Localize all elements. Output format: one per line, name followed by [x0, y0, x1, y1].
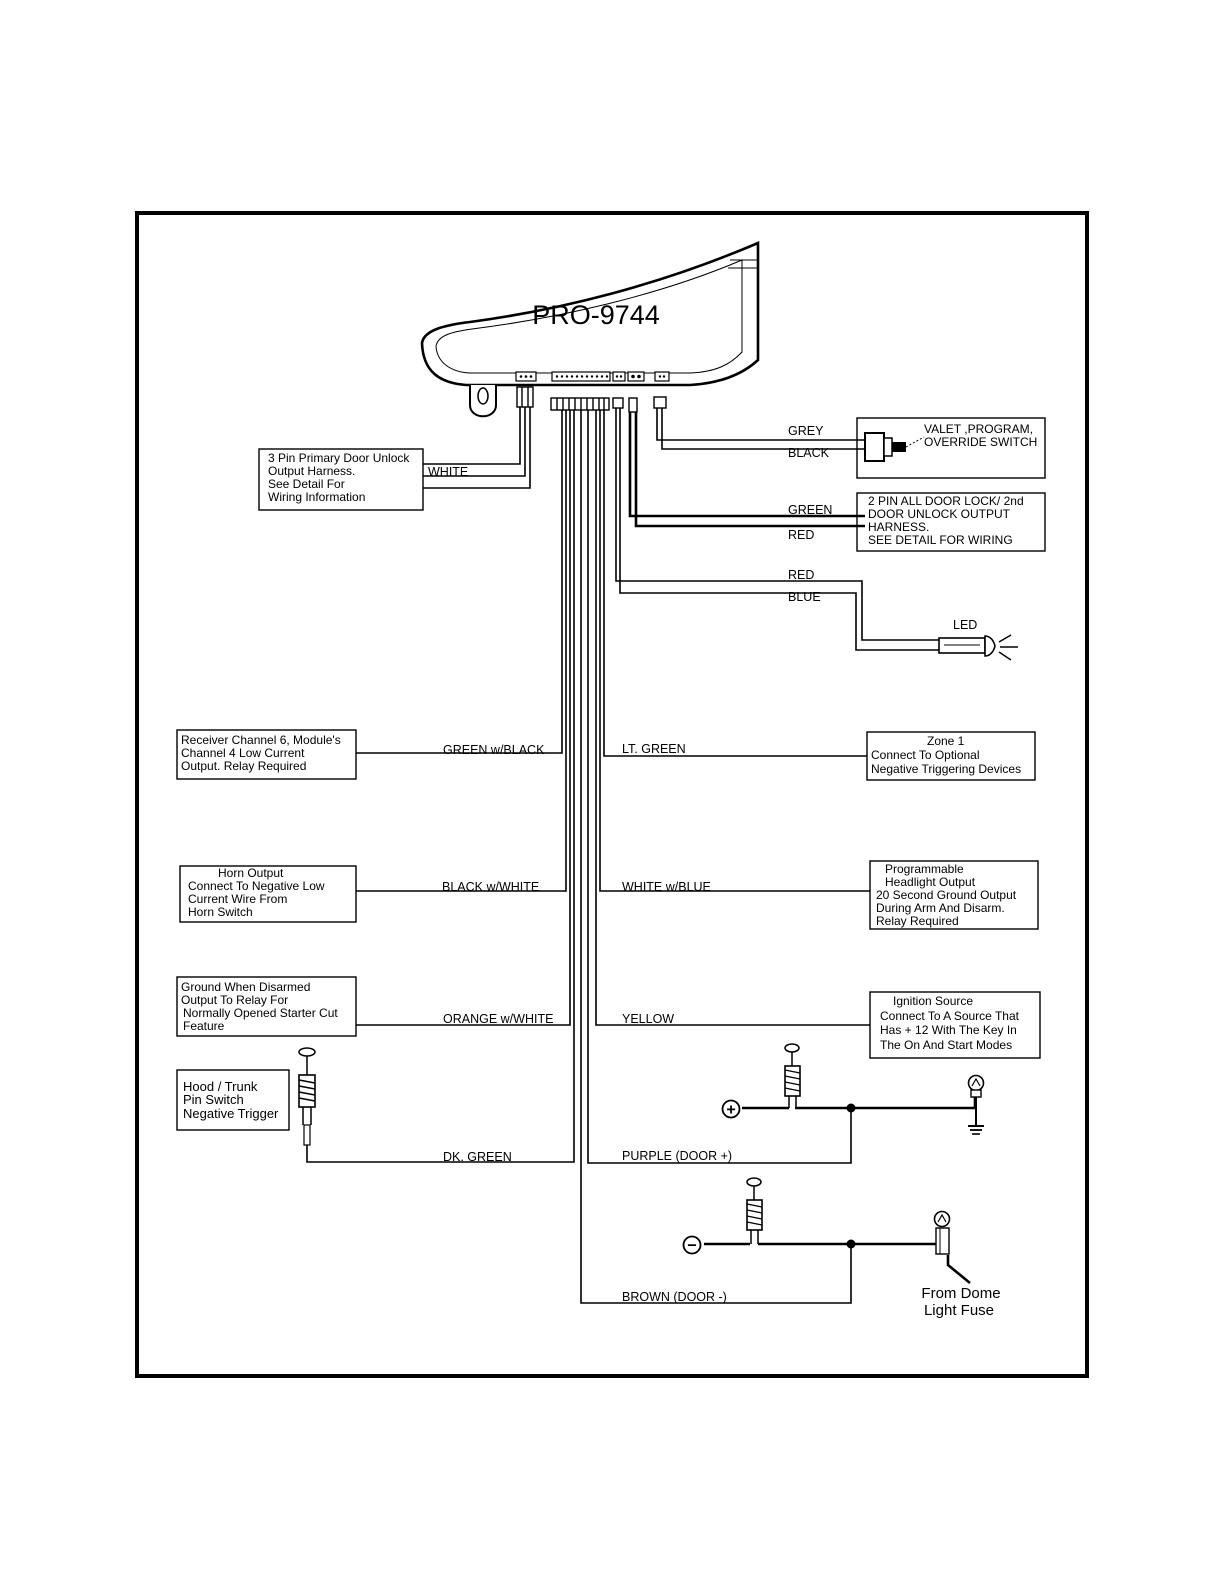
label-green: GREEN [788, 503, 832, 517]
box-door-lock [856, 492, 1046, 552]
label-black: BLACK [788, 446, 830, 460]
label-black-white: BLACK w/WHITE [442, 880, 539, 894]
hood-line-1: Hood / Trunk [183, 1079, 258, 1094]
info-boxes [176, 417, 1046, 1131]
box-zone1 [866, 731, 1036, 781]
label-white-blue: WHITE w/BLUE [622, 880, 711, 894]
box-receiver [176, 729, 357, 780]
bulb-icon [967, 1074, 985, 1098]
receiver-line-1: Receiver Channel 6, Module's [181, 733, 341, 747]
zone1-line-2: Connect To Optional [871, 748, 980, 762]
valet-line-2: OVERRIDE SWITCH [924, 435, 1037, 449]
door-lock-line-2: DOOR UNLOCK OUTPUT [868, 507, 1011, 521]
door-lock-line-3: HARNESS. [868, 520, 929, 534]
door-unlock-line-3: See Detail For [268, 477, 345, 491]
door-lock-line-1: 2 PIN ALL DOOR LOCK/ 2nd [868, 494, 1024, 508]
box-starter [176, 976, 357, 1037]
label-purple: PURPLE (DOOR +) [622, 1149, 732, 1163]
svg-text:−: − [687, 1238, 696, 1255]
receiver-line-3: Output. Relay Required [181, 759, 306, 773]
ignition-line-2: Connect To A Source That [880, 1009, 1020, 1023]
headlight-line-2: Headlight Output [885, 875, 976, 889]
headlight-line-4: During Arm And Disarm. [876, 901, 1005, 915]
horn-line-4: Horn Switch [188, 905, 253, 919]
starter-line-4: Feature [183, 1019, 225, 1033]
headlight-line-5: Relay Required [876, 914, 959, 928]
dome-line-1: From Dome [921, 1285, 1000, 1302]
door-unlock-line-4: Wiring Information [268, 490, 365, 504]
box-hood [176, 1069, 290, 1131]
starter-line-3: Normally Opened Starter Cut [183, 1006, 338, 1020]
pin-switch-icon [298, 1047, 316, 1146]
module-title: PRO-9744 [532, 300, 660, 330]
ignition-line-4: The On And Start Modes [880, 1038, 1012, 1052]
label-orange-white: ORANGE w/WHITE [443, 1012, 553, 1026]
box-door-unlock [258, 448, 424, 511]
starter-line-2: Output To Relay For [181, 993, 288, 1007]
led-icon [938, 634, 1018, 661]
box-headlight [869, 860, 1039, 930]
zone1-line-1: Zone 1 [927, 734, 965, 748]
horn-line-2: Connect To Negative Low [188, 879, 325, 893]
headlight-line-1: Programmable [885, 862, 964, 876]
plus-symbol: + [721, 1099, 741, 1119]
label-blue: BLUE [788, 590, 821, 604]
box-horn [179, 865, 357, 923]
hood-line-3: Negative Trigger [183, 1106, 279, 1121]
door-unlock-line-2: Output Harness. [268, 464, 355, 478]
door-unlock-line-1: 3 Pin Primary Door Unlock [268, 451, 410, 465]
box-valet [856, 417, 1046, 479]
starter-line-1: Ground When Disarmed [181, 980, 310, 994]
hood-line-2: Pin Switch [183, 1092, 244, 1107]
label-led: LED [953, 618, 977, 632]
minus-symbol: − [682, 1235, 702, 1255]
pin-switch-icon [746, 1177, 763, 1244]
zone1-line-3: Negative Triggering Devices [871, 762, 1021, 776]
label-red-lock: RED [788, 528, 814, 542]
horn-line-1: Horn Output [218, 866, 284, 880]
toggle-switch-icon [864, 432, 925, 462]
label-yellow: YELLOW [622, 1012, 674, 1026]
label-brown: BROWN (DOOR -) [622, 1290, 727, 1304]
ground-icon [968, 1097, 984, 1135]
label-green-black: GREEN w/BLACK [443, 743, 545, 757]
label-grey: GREY [788, 424, 824, 438]
label-lt-green: LT. GREEN [622, 742, 686, 756]
svg-text:+: + [726, 1102, 735, 1119]
diagram-frame [135, 211, 1089, 1378]
label-dk-green: DK. GREEN [443, 1150, 512, 1164]
label-white: WHITE [428, 465, 468, 479]
ignition-line-3: Has + 12 With The Key In [880, 1023, 1017, 1037]
box-ignition [869, 991, 1041, 1059]
ignition-line-1: Ignition Source [893, 994, 973, 1008]
pin-switch-icon [784, 1043, 801, 1108]
bulb-icon [933, 1210, 951, 1255]
receiver-line-2: Channel 4 Low Current [181, 746, 305, 760]
valet-line-1: VALET ,PROGRAM, [924, 422, 1033, 436]
headlight-line-3: 20 Second Ground Output [876, 888, 1017, 902]
door-lock-line-4: SEE DETAIL FOR WIRING [868, 533, 1013, 547]
module-body: PRO-9744 [420, 241, 760, 418]
wire-labels: WHITE GREY BLACK GREEN RED RED BLUE LED … [428, 424, 977, 1304]
dome-line-2: Light Fuse [924, 1302, 994, 1319]
junction-dot [846, 1103, 856, 1113]
harness-plugs [516, 386, 667, 413]
horn-line-3: Current Wire From [188, 892, 287, 906]
wires [306, 407, 977, 1304]
label-red-led: RED [788, 568, 814, 582]
junction-dot [846, 1239, 856, 1249]
